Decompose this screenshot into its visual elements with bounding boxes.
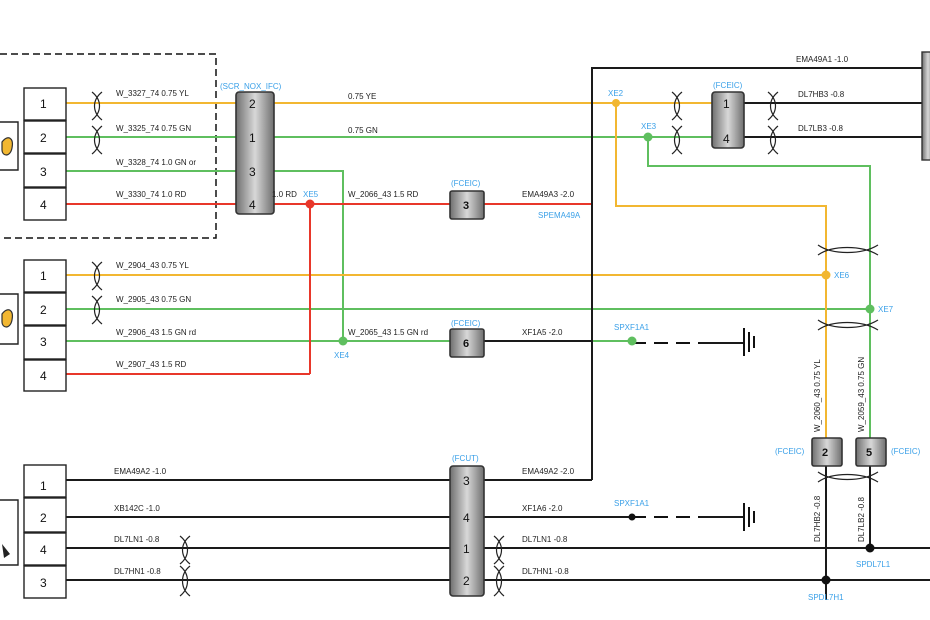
fceic-2-connector: 2 (FCEIC): [775, 437, 843, 467]
connector-a-pin-4: 4: [40, 198, 47, 212]
fcut-pin-4: 4: [463, 511, 470, 525]
label-dl7lb2: DL7LB2 -0.8: [857, 497, 866, 542]
label-y075: 0.75 YE: [348, 92, 376, 101]
label-ema49a2-left: EMA49A2 -1.0: [114, 467, 167, 476]
label-dl7hb2: DL7HB2 -0.8: [813, 495, 822, 542]
connector-b-pin-1: 1: [40, 269, 47, 283]
fcut-label: (FCUT): [452, 454, 479, 463]
fceic-2-label: (FCEIC): [775, 447, 805, 456]
scr-label: (SCR_NOX_IFC): [220, 82, 282, 91]
ecu-module-edge: [921, 51, 930, 161]
label-w3327: W_3327_74 0.75 YL: [116, 89, 189, 98]
label-w2906: W_2906_43 1.5 GN rd: [116, 328, 196, 337]
label-r10: 1.0 RD: [272, 190, 297, 199]
label-w2059: W_2059_43 0.75 GN: [857, 357, 866, 432]
label-w2905: W_2905_43 0.75 GN: [116, 295, 191, 304]
fceic-6-connector: 6 (FCEIC): [449, 319, 485, 358]
connector-b-pin-4: 4: [40, 369, 47, 383]
fceic-6-label: (FCEIC): [451, 319, 481, 328]
fceic-3-connector: 3 (FCEIC): [449, 179, 485, 220]
scr-pin-3: 3: [249, 165, 256, 179]
scr-pin-4: 4: [249, 198, 256, 212]
label-ema49a1: EMA49A1 -1.0: [796, 55, 849, 64]
label-w2065: W_2065_43 1.5 GN rd: [348, 328, 428, 337]
net-spxf1a1-top: SPXF1A1: [614, 323, 650, 332]
splice-dots: [305, 99, 875, 585]
scr-pin-2: 2: [249, 97, 256, 111]
fceic-5-pin: 5: [866, 447, 872, 459]
wire-labels: W_3327_74 0.75 YL W_3325_74 0.75 GN W_33…: [114, 55, 866, 576]
net-xe6: XE6: [834, 271, 850, 280]
label-w2060: W_2060_43 0.75 YL: [813, 359, 822, 432]
net-xe7: XE7: [878, 305, 894, 314]
net-spxf1a1-bottom: SPXF1A1: [614, 499, 650, 508]
scr-nox-connector: 2 1 3 4 (SCR_NOX_IFC): [220, 82, 282, 215]
net-xe2: XE2: [608, 89, 624, 98]
left-connector-b: 1 2 3 4: [0, 259, 67, 392]
left-connector-a: 1 2 3 4: [0, 87, 67, 221]
fceic-2-pin: 2: [822, 447, 828, 459]
connector-a-pin-3: 3: [40, 165, 47, 179]
label-xb142c: XB142C -1.0: [114, 504, 160, 513]
twist-markers: [91, 91, 879, 597]
connector-c-pin-1: 1: [40, 479, 47, 493]
fcut-connector: 3 4 1 2 (FCUT): [449, 454, 485, 597]
connector-a-pin-1: 1: [40, 97, 47, 111]
label-w2066: W_2066_43 1.5 RD: [348, 190, 418, 199]
fceic-5-connector: 5 (FCEIC): [855, 437, 921, 467]
label-dl7ln1-left: DL7LN1 -0.8: [114, 535, 160, 544]
connector-a-pin-2: 2: [40, 131, 47, 145]
label-dl7hn1-right: DL7HN1 -0.8: [522, 567, 569, 576]
fcut-pin-1: 1: [463, 542, 470, 556]
label-dl7hb3: DL7HB3 -0.8: [798, 90, 845, 99]
label-w3328: W_3328_74 1.0 GN or: [116, 158, 196, 167]
net-labels: XE2 XE3 XE5 XE4 XE6 XE7 SPEMA49A SPXF1A1…: [303, 89, 894, 602]
fceic-3-pin: 3: [463, 200, 469, 212]
label-dl7hn1-left: DL7HN1 -0.8: [114, 567, 161, 576]
connector-b-pin-2: 2: [40, 303, 47, 317]
fcut-pin-3: 3: [463, 474, 470, 488]
net-spdl7h1: SPDL7H1: [808, 593, 844, 602]
fceic-top-pin-1: 1: [723, 97, 730, 111]
label-w2904: W_2904_43 0.75 YL: [116, 261, 189, 270]
label-g075: 0.75 GN: [348, 126, 378, 135]
fceic-3-label: (FCEIC): [451, 179, 481, 188]
label-dl7ln1-right: DL7LN1 -0.8: [522, 535, 568, 544]
fceic-6-pin: 6: [463, 338, 469, 350]
net-xe5: XE5: [303, 190, 319, 199]
label-xf1a5: XF1A5 -2.0: [522, 328, 563, 337]
net-xe4: XE4: [334, 351, 350, 360]
fceic-top-connector: 1 4 (FCEIC): [711, 81, 745, 149]
label-ema49a2-right: EMA49A2 -2.0: [522, 467, 575, 476]
net-spema49a: SPEMA49A: [538, 211, 581, 220]
label-xf1a6: XF1A6 -2.0: [522, 504, 563, 513]
scr-pin-1: 1: [249, 131, 256, 145]
net-xe3: XE3: [641, 122, 657, 131]
fcut-pin-2: 2: [463, 574, 470, 588]
label-w3325: W_3325_74 0.75 GN: [116, 124, 191, 133]
left-connector-c: 1 2 4 3: [0, 464, 67, 599]
connector-c-pin-4: 4: [40, 543, 47, 557]
net-spdl7l1: SPDL7L1: [856, 560, 891, 569]
ground-symbol-top: [743, 328, 755, 356]
ground-symbol-bottom: [743, 503, 755, 531]
connector-b-pin-3: 3: [40, 335, 47, 349]
label-ema49a3: EMA49A3 -2.0: [522, 190, 575, 199]
label-w2907: W_2907_43 1.5 RD: [116, 360, 186, 369]
label-dl7lb3: DL7LB3 -0.8: [798, 124, 843, 133]
label-w3330: W_3330_74 1.0 RD: [116, 190, 186, 199]
fceic-5-label: (FCEIC): [891, 447, 921, 456]
harness-boundary: [0, 53, 217, 239]
fceic-top-label: (FCEIC): [713, 81, 743, 90]
fceic-top-pin-4: 4: [723, 132, 730, 146]
connector-c-pin-3: 3: [40, 576, 47, 590]
connector-c-pin-2: 2: [40, 511, 47, 525]
